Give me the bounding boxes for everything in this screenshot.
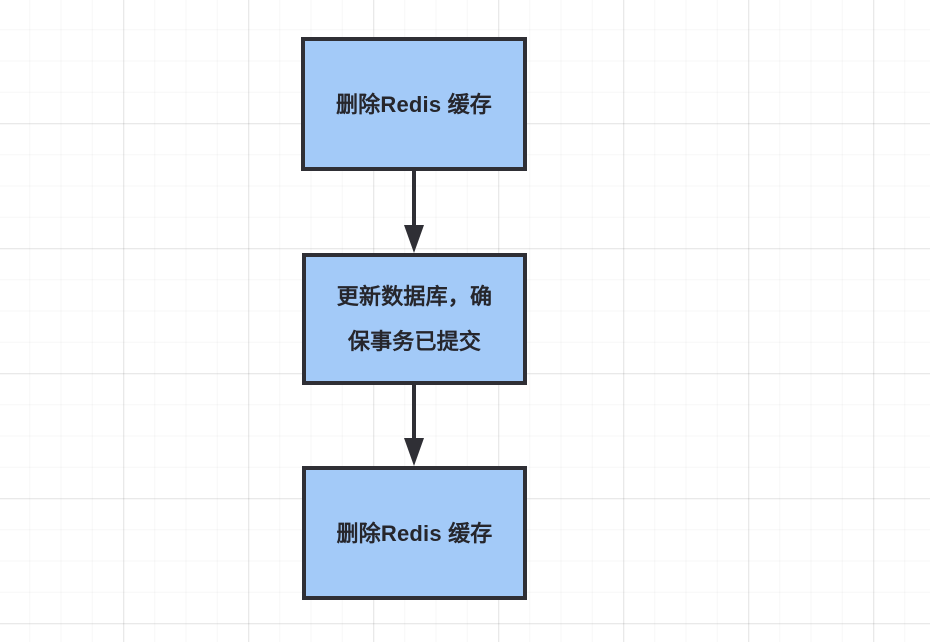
flow-node-update-database[interactable]: 更新数据库，确 保事务已提交 [302,253,527,385]
flow-arrow-2 [404,383,424,466]
flow-arrow-1-head [404,225,424,253]
flow-node-label: 更新数据库，确 保事务已提交 [336,284,493,354]
flow-arrow-2-head [404,438,424,466]
flow-arrow-1 [404,169,424,253]
flow-node-delete-cache-first[interactable]: 删除Redis 缓存 [301,37,527,171]
flow-node-label: 删除Redis 缓存 [336,520,493,546]
flow-node-delete-cache-second[interactable]: 删除Redis 缓存 [302,466,527,600]
flow-node-label: 删除Redis 缓存 [335,91,493,117]
